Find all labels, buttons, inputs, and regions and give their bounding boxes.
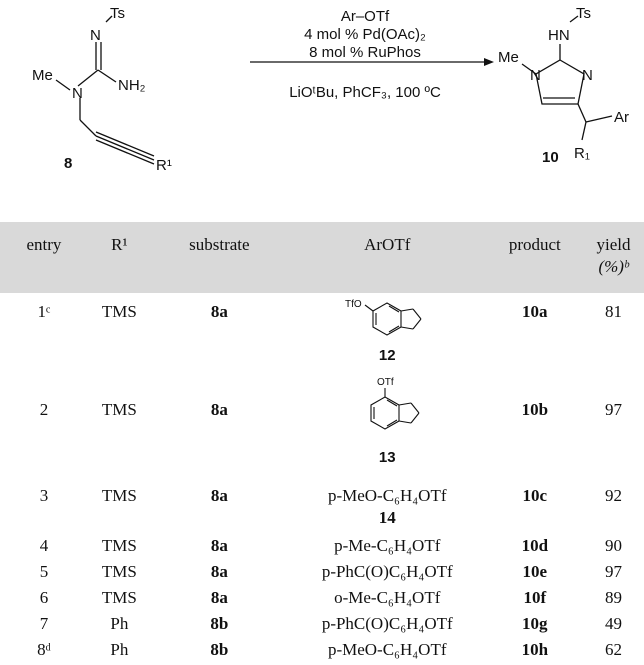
- table-row: 6 TMS 8a o-Me-C₆H₄OTf 10f 89: [0, 587, 644, 613]
- cell-arotf: p-PhC(O)C₆H₄OTf: [321, 562, 453, 581]
- table-row: 8ᵈ Ph 8b p-MeO-C₆H₄OTf 10h 62: [0, 639, 644, 665]
- cell-entry: 3: [39, 486, 49, 505]
- product-n1: N: [530, 67, 541, 84]
- cell-substrate: 8a: [210, 536, 228, 555]
- cell-r1: TMS: [101, 486, 137, 505]
- cell-arotf: p-Me-C₆H₄OTf: [334, 536, 441, 555]
- table-row: 1ᶜ TMS 8a TfO: [0, 293, 644, 373]
- cell-r1: Ph: [110, 640, 129, 659]
- arotf-text: p-MeO-C₆H₄OTf: [327, 486, 447, 505]
- cell-product: 10b: [521, 400, 549, 419]
- cell-product: 10f: [523, 588, 547, 607]
- product-structure: [521, 15, 613, 141]
- cell-substrate: 8a: [210, 588, 228, 607]
- cell-arotf: o-Me-C₆H₄OTf: [334, 588, 441, 607]
- structure-13: OTf: [370, 377, 420, 430]
- compound-label: 14: [378, 508, 396, 527]
- table-row: 4 TMS 8a p-Me-C₆H₄OTf 10d 90: [0, 535, 644, 561]
- reactant-me: Me: [32, 67, 53, 84]
- cell-arotf: OTf 13: [288, 373, 487, 479]
- table-row: 5 TMS 8a p-PhC(O)C₆H₄OTf 10e 97: [0, 561, 644, 587]
- cell-yield: 62: [604, 640, 622, 659]
- product-ar: Ar: [614, 109, 629, 126]
- cell-yield: 81: [604, 302, 622, 321]
- compound-label: 13: [378, 449, 396, 466]
- cell-yield: 89: [604, 588, 622, 607]
- cell-substrate: 8a: [210, 562, 228, 581]
- product-me: Me: [498, 49, 519, 66]
- cell-yield: 49: [604, 614, 622, 633]
- compound-label: 12: [378, 347, 396, 364]
- cell-entry: 4: [39, 536, 49, 555]
- cell-entry: 6: [39, 588, 49, 607]
- reactant-r1: R¹: [156, 157, 172, 174]
- cell-r1: TMS: [101, 588, 137, 607]
- cell-substrate: 8a: [210, 486, 228, 505]
- header-yield: yield (%)ᵇ: [583, 222, 644, 293]
- cell-entry: 1ᶜ: [37, 302, 51, 321]
- condition-base-solvent: LiOᵗBu, PhCF₃, 100 ºC: [289, 84, 441, 101]
- product-ts: Ts: [576, 5, 591, 22]
- cell-entry: 2: [39, 400, 49, 419]
- cell-product: 10g: [522, 614, 548, 633]
- product-r1: R₁: [574, 145, 590, 162]
- cell-arotf: p-MeO-C₆H₄OTf: [327, 640, 447, 659]
- condition-ligand: 8 mol % RuPhos: [309, 44, 421, 61]
- cell-yield: 90: [604, 536, 622, 555]
- header-yield-label: yield: [596, 235, 631, 254]
- cell-r1: TMS: [101, 536, 137, 555]
- product-label: 10: [542, 149, 559, 166]
- cell-yield: 97: [604, 400, 622, 419]
- cell-arotf: p-MeO-C₆H₄OTf 14: [288, 479, 487, 535]
- cell-r1: Ph: [110, 614, 129, 633]
- header-arotf: ArOTf: [364, 235, 411, 254]
- header-yield-unit: (%)ᵇ: [598, 257, 629, 276]
- cell-yield: 92: [604, 486, 622, 505]
- cell-substrate: 8b: [210, 614, 229, 633]
- reactant-n-imine: N: [90, 27, 101, 44]
- header-entry: entry: [26, 235, 62, 254]
- cell-substrate: 8a: [210, 302, 228, 321]
- cell-product: 10e: [522, 562, 548, 581]
- reaction-scheme: N Ts Me N NH₂ R¹ 8 HN Ts Me N N Ar R₁ 10: [32, 5, 629, 174]
- cell-substrate: 8a: [210, 400, 228, 419]
- cell-r1: TMS: [101, 400, 137, 419]
- cell-product: 10c: [522, 486, 548, 505]
- cell-arotf: p-PhC(O)C₆H₄OTf: [321, 614, 453, 633]
- reactant-label: 8: [64, 155, 72, 172]
- reactant-nh2: NH₂: [118, 77, 146, 94]
- svg-text:TfO: TfO: [345, 299, 362, 310]
- product-n3: N: [582, 67, 593, 84]
- cell-substrate: 8b: [210, 640, 229, 659]
- table-header-row: entry R¹ substrate ArOTf product yield (…: [0, 222, 644, 293]
- table-row: 7 Ph 8b p-PhC(O)C₆H₄OTf 10g 49: [0, 613, 644, 639]
- cell-product: 10h: [521, 640, 549, 659]
- table-row: 2 TMS 8a OTf: [0, 373, 644, 479]
- svg-text:OTf: OTf: [377, 377, 394, 388]
- product-hn: HN: [548, 27, 570, 44]
- header-r1: R¹: [111, 235, 128, 254]
- cell-r1: TMS: [101, 302, 137, 321]
- reaction-arrowhead: [484, 58, 494, 66]
- reactant-n-amine: N: [72, 85, 83, 102]
- cell-product: 10d: [521, 536, 549, 555]
- reactant-ts: Ts: [110, 5, 125, 22]
- condition-reagent: Ar–OTf: [340, 8, 390, 25]
- cell-entry: 5: [39, 562, 49, 581]
- condition-catalyst: 4 mol % Pd(OAc)₂: [304, 26, 426, 43]
- reaction-conditions: Ar–OTf 4 mol % Pd(OAc)₂ 8 mol % RuPhos L…: [250, 8, 480, 101]
- header-substrate: substrate: [189, 235, 250, 254]
- cell-arotf: TfO 12: [288, 293, 487, 373]
- structure-12: TfO: [345, 299, 422, 336]
- table-row: 3 TMS 8a p-MeO-C₆H₄OTf 14 10c 92: [0, 479, 644, 535]
- cell-entry: 7: [39, 614, 49, 633]
- header-product: product: [508, 235, 561, 254]
- results-table: entry R¹ substrate ArOTf product yield (…: [0, 222, 644, 665]
- reactant-structure: [55, 15, 155, 165]
- cell-r1: TMS: [101, 562, 137, 581]
- cell-entry: 8ᵈ: [37, 640, 51, 659]
- cell-yield: 97: [604, 562, 622, 581]
- cell-product: 10a: [522, 302, 548, 321]
